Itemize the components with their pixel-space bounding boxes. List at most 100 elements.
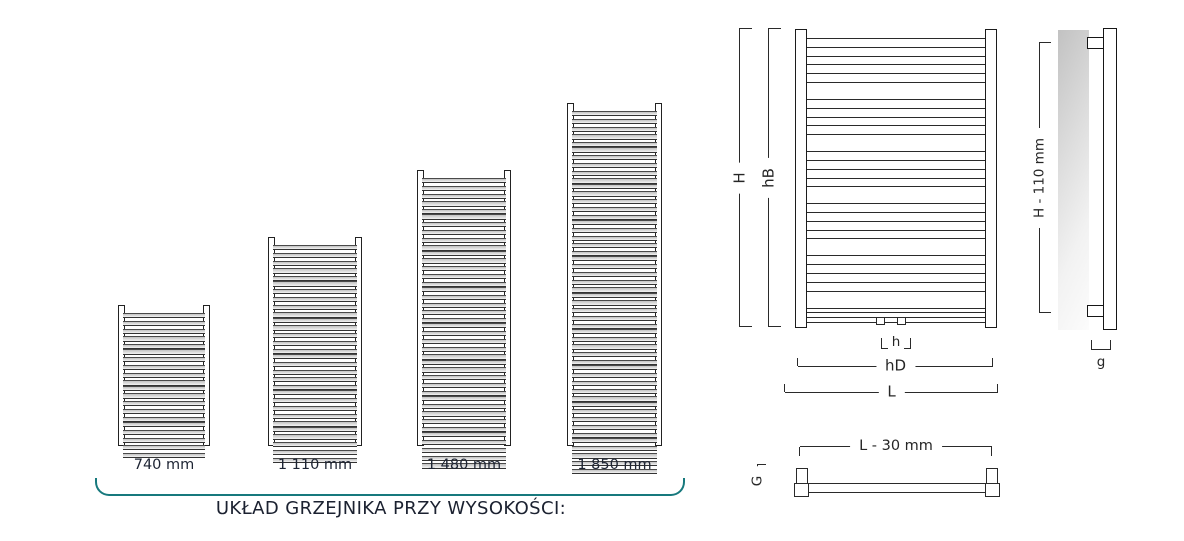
radiator-tube bbox=[572, 264, 657, 270]
radiator-tube bbox=[123, 416, 205, 422]
radiator-tube bbox=[273, 377, 357, 383]
radiator-tube bbox=[572, 178, 657, 184]
radiator-tube bbox=[273, 413, 357, 419]
radiator-tube bbox=[273, 276, 357, 282]
radiator-tube bbox=[273, 304, 357, 310]
dim-L-30: L - 30 mm bbox=[798, 436, 992, 456]
radiator-1850mm bbox=[567, 103, 662, 475]
radiator-tube bbox=[807, 159, 985, 161]
radiator-tube bbox=[123, 385, 205, 391]
radiator-tube bbox=[422, 318, 506, 324]
radiator-tube bbox=[273, 385, 357, 391]
tube-group bbox=[572, 219, 657, 257]
tube-group bbox=[273, 390, 357, 427]
radiator-tube bbox=[807, 321, 985, 323]
radiator-tube bbox=[273, 421, 357, 427]
radiator-tube bbox=[572, 445, 657, 451]
radiator-tube bbox=[807, 81, 985, 83]
dim-H-110-label: H - 110 mm bbox=[1031, 128, 1049, 228]
radiator-tube bbox=[422, 237, 506, 243]
radiator-tube bbox=[422, 185, 506, 191]
tube-group bbox=[273, 426, 357, 463]
radiator-tube bbox=[572, 468, 657, 475]
bottom-view-right-collector bbox=[985, 483, 1000, 497]
radiator-tube bbox=[572, 214, 657, 220]
dim-h-label: h bbox=[891, 334, 901, 350]
radiator-tube bbox=[807, 134, 985, 136]
radiator-tube bbox=[123, 445, 205, 451]
left-collector bbox=[417, 170, 424, 446]
radiator-tube bbox=[422, 439, 506, 446]
dim-hD: hD bbox=[796, 356, 993, 376]
bottom-view-right-stub bbox=[986, 468, 998, 484]
tube-group bbox=[572, 183, 657, 220]
bottom-view-left-collector bbox=[794, 483, 809, 497]
bottom-view-left-stub bbox=[796, 468, 808, 484]
radiator-tube bbox=[572, 155, 657, 161]
radiator-tube bbox=[572, 206, 657, 213]
tube-group bbox=[572, 111, 657, 148]
radiator-tube bbox=[422, 427, 506, 433]
tube-group bbox=[273, 317, 357, 354]
tube-group bbox=[273, 353, 357, 391]
dim-L-30-label: L - 30 mm bbox=[850, 436, 942, 456]
radiator-tube bbox=[273, 390, 357, 396]
tube-group bbox=[572, 401, 657, 438]
tube-group bbox=[422, 395, 506, 433]
radiator-tube bbox=[273, 260, 357, 266]
radiator-tube bbox=[807, 38, 985, 39]
radiator-tube bbox=[572, 396, 657, 402]
mounting-bracket-top bbox=[1087, 37, 1104, 49]
radiator-740mm bbox=[118, 305, 210, 459]
radiator-tube bbox=[807, 317, 985, 319]
radiator-tube bbox=[572, 134, 657, 140]
radiator-tube bbox=[123, 328, 205, 334]
radiator-tube bbox=[422, 411, 506, 417]
radiator-tube bbox=[123, 453, 205, 459]
size-label: 1 850 mm bbox=[577, 457, 652, 473]
radiator-tube bbox=[273, 405, 357, 411]
radiator-tube bbox=[123, 349, 205, 355]
radiator-tube bbox=[807, 73, 985, 75]
radiator-tube bbox=[422, 390, 506, 396]
radiator-tube bbox=[572, 219, 657, 226]
radiator-tube bbox=[572, 372, 657, 379]
front-right-collector bbox=[985, 29, 997, 328]
size-label: 1 480 mm bbox=[426, 457, 502, 473]
radiator-tube bbox=[273, 252, 357, 258]
radiator-tube bbox=[572, 365, 657, 371]
radiator-tube bbox=[422, 193, 506, 199]
radiator-tube bbox=[273, 398, 357, 404]
radiator-tube bbox=[572, 328, 657, 335]
tubes bbox=[422, 178, 506, 469]
tube-group bbox=[123, 421, 205, 459]
right-collector bbox=[504, 170, 511, 446]
tube-group bbox=[572, 437, 657, 475]
radiator-tube bbox=[572, 227, 657, 233]
radiator-tube bbox=[572, 424, 657, 431]
front-left-collector bbox=[795, 29, 807, 328]
tube-group bbox=[422, 359, 506, 396]
radiator-tube bbox=[123, 320, 205, 326]
dim-G-label: G bbox=[749, 465, 767, 496]
tube-group bbox=[807, 255, 985, 292]
radiator-tube bbox=[422, 346, 506, 352]
radiator-tube bbox=[422, 447, 506, 453]
radiator-tube bbox=[422, 178, 506, 184]
dim-L: L bbox=[783, 382, 998, 402]
radiator-tube bbox=[807, 98, 985, 100]
dim-h-tick-right bbox=[904, 337, 912, 349]
radiator-tube bbox=[422, 245, 506, 251]
radiator-tube bbox=[572, 199, 657, 205]
radiator-tube bbox=[422, 214, 506, 220]
connection-stub-right bbox=[897, 317, 906, 325]
tube-group bbox=[422, 214, 506, 251]
radiator-1480mm bbox=[417, 170, 511, 469]
radiator-tube bbox=[807, 116, 985, 118]
radiator-tube bbox=[572, 118, 657, 124]
dim-H: H bbox=[730, 27, 752, 327]
radiator-tube bbox=[807, 186, 985, 188]
dim-H-110: H - 110 mm bbox=[1031, 41, 1051, 313]
radiator-tube bbox=[273, 289, 357, 295]
radiator-tube bbox=[422, 201, 506, 207]
